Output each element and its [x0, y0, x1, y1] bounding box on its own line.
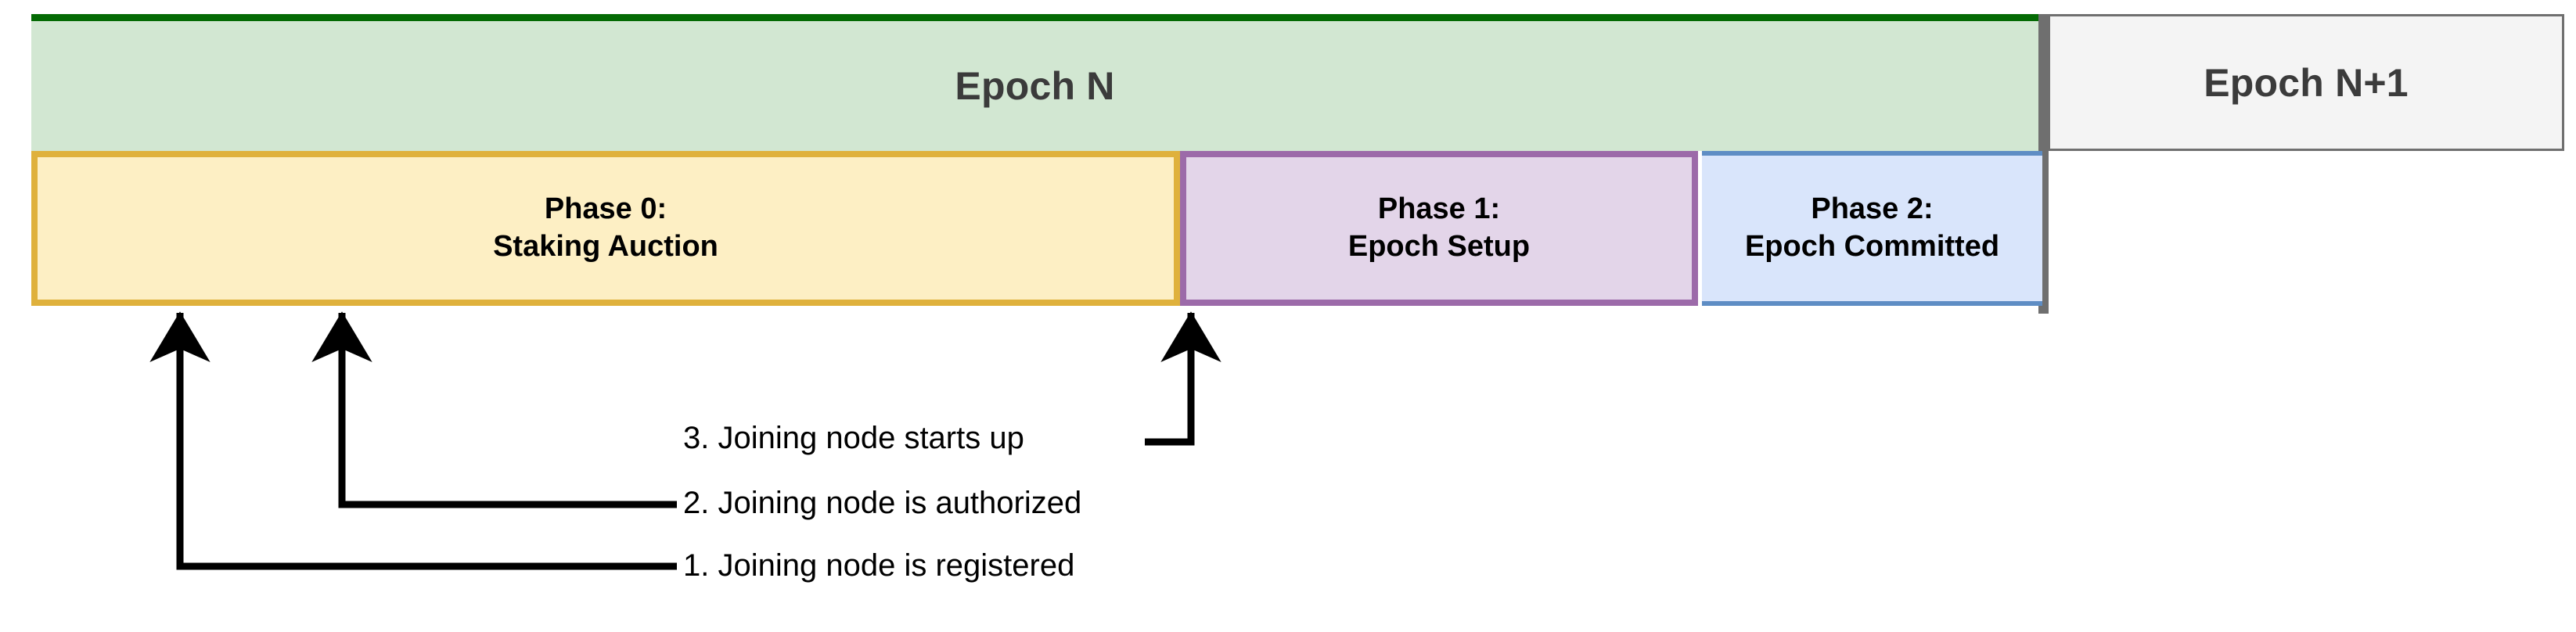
annotation-label-1: 1. Joining node is registered [683, 548, 1075, 583]
leader-line-1 [149, 311, 677, 570]
leader-line-2 [311, 311, 677, 508]
annotation-label-3: 3. Joining node starts up [683, 421, 1024, 455]
phase-0-name: Staking Auction [493, 230, 718, 263]
phase-2-name: Epoch Committed [1744, 230, 2000, 263]
phase-1-name: Epoch Setup [1347, 230, 1531, 263]
epoch-n-label: Epoch N [955, 64, 1115, 108]
epoch-n-box: Epoch N [31, 14, 2038, 151]
phase-0-title: Phase 0: [544, 192, 667, 226]
phase-2-title: Phase 2: [1811, 192, 1934, 226]
phase-1-title: Phase 1: [1377, 192, 1501, 226]
leader-line-3 [1145, 311, 1221, 446]
annotation-label-2: 2. Joining node is authorized [683, 486, 1082, 520]
epoch-n-plus-1-box: Epoch N+1 [2048, 14, 2564, 151]
phase-0-box: Phase 0: Staking Auction [31, 151, 1180, 306]
phase-2-box: Phase 2: Epoch Committed [1702, 151, 2042, 306]
epoch-n-plus-1-label: Epoch N+1 [2204, 60, 2409, 105]
phase-1-box: Phase 1: Epoch Setup [1180, 151, 1698, 306]
